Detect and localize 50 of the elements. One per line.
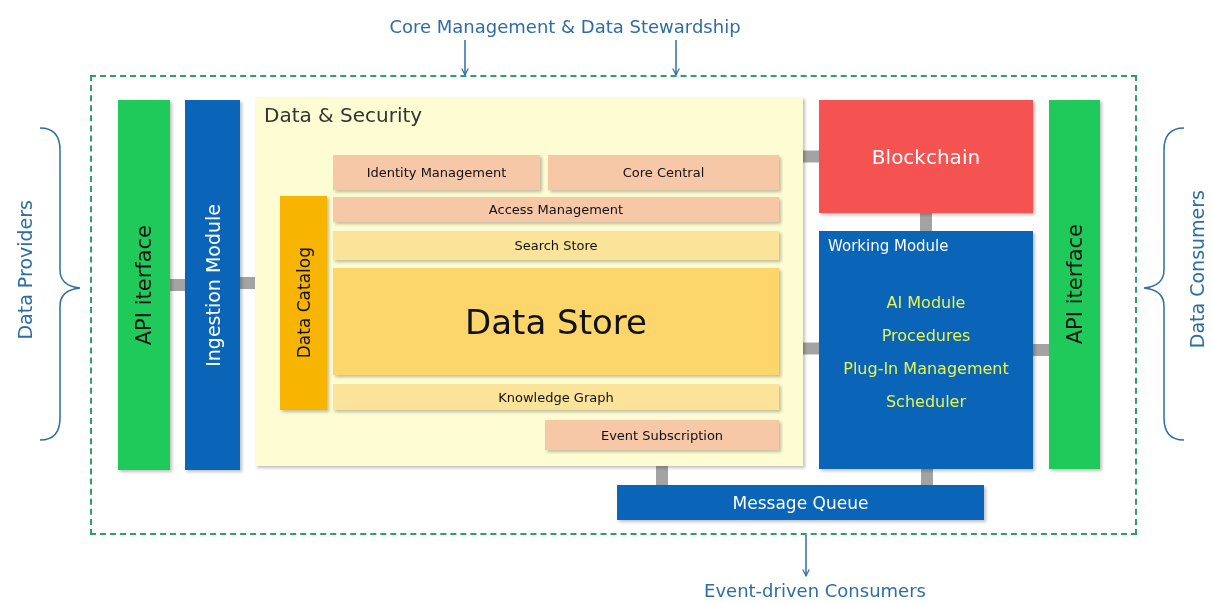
bar-label: Ingestion Module: [201, 203, 224, 367]
component-box: [333, 155, 540, 190]
arrow: [802, 534, 810, 577]
interface-bar: [118, 100, 170, 470]
connector-bar: [656, 466, 668, 485]
connector-bar: [170, 279, 185, 291]
box-label: Data Store: [465, 301, 647, 342]
catalog-bar: [280, 196, 327, 410]
module-item: Plug-In Management: [843, 359, 1009, 378]
panel-title: Data & Security: [264, 103, 423, 127]
component-box: [548, 155, 779, 190]
queue-bar: [617, 485, 984, 520]
connector-bar: [803, 342, 819, 355]
module-item: Procedures: [881, 326, 971, 345]
bar-label: Data Catalog: [293, 247, 314, 359]
bar-label: API iterface: [132, 224, 156, 346]
store-box: [333, 268, 779, 375]
component-box: [545, 420, 779, 450]
box-label: Message Queue: [732, 492, 869, 513]
module-item: AI Module: [886, 293, 966, 312]
box-label: Core Central: [622, 165, 705, 180]
module-title: Working Module: [828, 237, 949, 255]
component-box: [333, 231, 779, 260]
heading-text: Core Management & Data Stewardship: [389, 15, 741, 37]
connector-bar: [921, 469, 933, 485]
box-label: Search Store: [514, 238, 598, 253]
dashed-boundary: [90, 75, 1137, 535]
connector-bar: [1033, 344, 1049, 356]
arrow: [461, 39, 469, 76]
module-item: Scheduler: [885, 392, 967, 411]
connector-bar: [803, 150, 819, 163]
interface-bar: [1049, 100, 1100, 469]
box-label: Event Subscription: [600, 427, 724, 443]
arrow: [672, 39, 680, 76]
group-panel: [255, 97, 803, 466]
box-label: Access Management: [488, 202, 624, 217]
module-panel: [819, 231, 1033, 469]
module-bar: [185, 100, 240, 470]
component-box: [333, 384, 779, 410]
box-label: Identity Management: [366, 165, 507, 180]
connector-bar: [240, 277, 255, 289]
heading-text: Event-driven Consumers: [704, 579, 926, 601]
bar-label: API iterface: [1062, 224, 1087, 345]
blockchain-box: [819, 100, 1033, 213]
group-label: Data Providers: [14, 200, 36, 340]
box-label: Blockchain: [871, 144, 981, 169]
connector-bar: [920, 213, 932, 231]
component-box: [333, 197, 779, 222]
box-label: Knowledge Graph: [498, 389, 614, 405]
group-label: Data Consumers: [1186, 190, 1208, 349]
